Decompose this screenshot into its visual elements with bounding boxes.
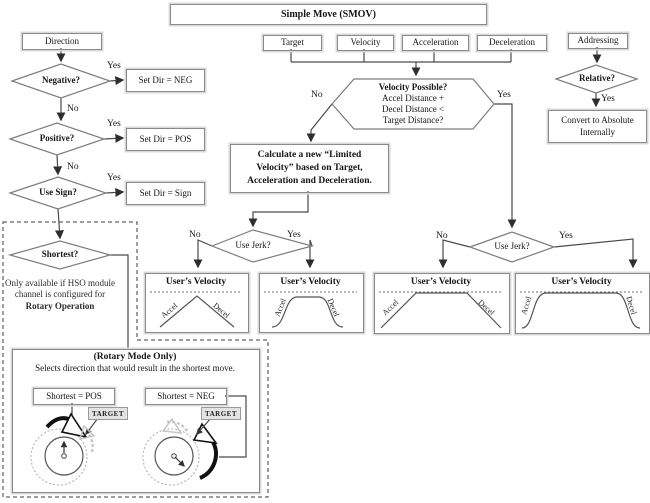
- shortest-note-bold: Rotary Operation: [25, 300, 95, 311]
- rotary-title: (Rotary Mode Only): [93, 352, 177, 362]
- branch-no-jerk-right: No: [436, 231, 448, 241]
- velocity-box-trapezoid: [374, 273, 510, 334]
- process-direction: Direction: [22, 33, 102, 50]
- velocity-box-trapezoid-title: User’s Velocity: [410, 277, 472, 287]
- process-set-dir-neg: Set Dir = NEG: [126, 69, 205, 92]
- pos-target-line: [85, 417, 99, 436]
- branch-yes-positive: Yes: [107, 119, 121, 129]
- connector-shortest-to-rotary: [110, 254, 129, 348]
- decision-shapes: [7, 63, 639, 270]
- neg-ghost-arc: [166, 420, 189, 432]
- input-deceleration: Deceleration: [477, 35, 547, 51]
- branch-yes-velocity: Yes: [497, 90, 511, 100]
- branch-yes-jerk-right: Yes: [559, 231, 573, 241]
- use-jerk-left-label: Use Jerk?: [235, 240, 271, 250]
- rotary-pos-circle: [30, 403, 99, 486]
- input-target: Target: [263, 35, 322, 51]
- velocity-possible-condition: Accel Distance + Decel Distance < Target…: [381, 93, 445, 125]
- process-set-dir-pos: Set Dir = POS: [126, 128, 205, 151]
- process-addressing: Addressing: [568, 33, 628, 49]
- title-box: Simple Move (SMOV): [170, 4, 487, 25]
- target-label-neg: TARGET: [201, 407, 241, 420]
- branch-no-negative: No: [67, 104, 79, 114]
- decision-relative-label: Relative?: [579, 73, 615, 83]
- profile-bell: [271, 296, 344, 328]
- velocity-profiles: [150, 291, 643, 329]
- velocity-box-bell: [259, 273, 364, 333]
- velocity-box-s-trapezoid-title: User’s Velocity: [551, 277, 612, 287]
- process-shortest-pos: Shortest = POS: [33, 388, 115, 405]
- decision-negative-label: Negative?: [42, 75, 80, 85]
- neg-needle: [174, 456, 185, 467]
- decision-negative: [10, 63, 112, 99]
- profile-trapezoid: [380, 292, 502, 329]
- pos-ghost-arc: [87, 432, 94, 453]
- branch-yes-jerk-left: Yes: [287, 230, 301, 240]
- shortest-note-plain: Only available if HSO module channel is …: [5, 278, 115, 300]
- decision-relative: [554, 64, 639, 94]
- branch-yes-use-sign: Yes: [107, 173, 121, 183]
- process-set-dir-sign: Set Dir = Sign: [126, 182, 205, 205]
- decision-use-sign: [8, 176, 108, 210]
- velocity-box-triangle-title: User’s Velocity: [165, 277, 227, 287]
- decision-shortest-label: Shortest?: [41, 249, 79, 259]
- dashed-shortest-region: [2, 221, 269, 498]
- process-shortest-neg: Shortest = NEG: [145, 388, 227, 405]
- pos-ghost-head: [78, 424, 96, 440]
- decision-positive-label: Positive?: [39, 133, 75, 143]
- neg-thick-arrow-tail: [199, 441, 218, 480]
- process-calc-limited-velocity: Calculate a new “Limited Velocity” based…: [230, 144, 389, 193]
- branch-no-velocity: No: [311, 90, 323, 100]
- shortest-note: Only available if HSO module channel is …: [4, 278, 116, 312]
- profile-s-trapezoid: [521, 292, 641, 329]
- decision-use-jerk-left: [210, 229, 315, 263]
- branch-no-positive: No: [67, 162, 79, 172]
- decision-use-sign-label: Use Sign?: [39, 187, 77, 197]
- pos-center-dot: [61, 453, 67, 459]
- target-label-pos: TARGET: [88, 407, 128, 420]
- branch-yes-relative: Yes: [601, 94, 615, 104]
- decision-shortest: [7, 240, 113, 270]
- branch-yes-negative: Yes: [107, 61, 121, 71]
- connectors: [53, 47, 638, 348]
- velocity-box-triangle: [145, 273, 249, 333]
- decision-positive: [8, 122, 106, 156]
- pos-thick-arrow-head: [60, 412, 88, 439]
- decision-use-jerk-right: [468, 231, 556, 263]
- velocity-possible-title: Velocity Possible?: [378, 82, 448, 92]
- rotary-neg-circle: [142, 395, 247, 486]
- rotary-mode-box: [12, 349, 260, 493]
- input-velocity: Velocity: [337, 35, 394, 51]
- profile-triangle: [159, 295, 235, 328]
- input-acceleration: Acceleration: [402, 35, 469, 51]
- use-jerk-right-label: Use Jerk?: [494, 241, 530, 251]
- rotary-subtitle: Selects direction that would result in t…: [35, 363, 235, 373]
- decision-velocity-possible: [331, 78, 495, 130]
- neg-ghost-head: [161, 417, 183, 434]
- branch-no-jerk-left: No: [189, 230, 201, 240]
- velocity-box-bell-title: User’s Velocity: [280, 277, 341, 287]
- process-convert-absolute: Convert to Absolute Internally: [548, 110, 647, 143]
- neg-target-line: [196, 417, 212, 435]
- neg-connector: [219, 395, 247, 458]
